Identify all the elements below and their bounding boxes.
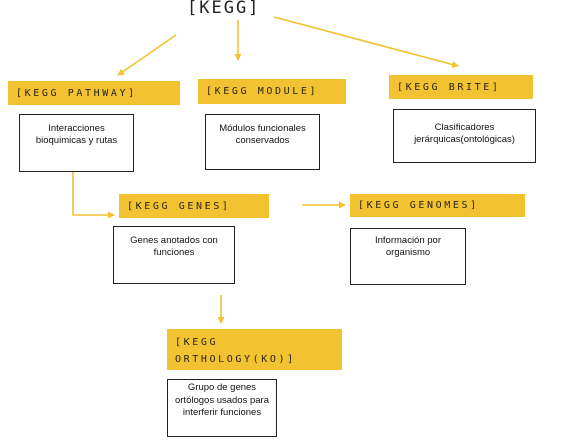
- kegg-brite-description: Clasificadores jerárquicas(ontológicas): [393, 109, 536, 163]
- kegg-orthology-description: Grupo de genes ortólogos usados para int…: [167, 379, 277, 437]
- arrow-root-to-pathway: [117, 34, 177, 76]
- kegg-orthology-tag-line1: [KEGG: [175, 337, 219, 348]
- kegg-orthology-tag-line2: ORTHOLOGY(KO)]: [175, 354, 296, 365]
- kegg-genomes-tag: [KEGG GENOMES]: [350, 194, 525, 217]
- arrow-pathway-to-genes: [72, 172, 115, 219]
- kegg-orthology-tag: [KEGG ORTHOLOGY(KO)]: [167, 329, 342, 370]
- arrow-root-to-brite: [273, 16, 459, 68]
- kegg-module-description: Módulos funcionales conservados: [205, 114, 320, 170]
- kegg-root-title: [KEGG]: [187, 0, 261, 18]
- kegg-genomes-description: Información por organismo: [350, 228, 466, 285]
- kegg-genes-tag: [KEGG GENES]: [119, 194, 269, 218]
- kegg-brite-tag: [KEGG BRITE]: [389, 75, 533, 99]
- kegg-pathway-tag: [KEGG PATHWAY]: [8, 81, 180, 105]
- kegg-pathway-description: Interacciones bioquimicas y rutas: [19, 114, 134, 172]
- kegg-module-tag: [KEGG MODULE]: [198, 79, 346, 104]
- kegg-genes-description: Genes anotados con funciones: [113, 226, 235, 284]
